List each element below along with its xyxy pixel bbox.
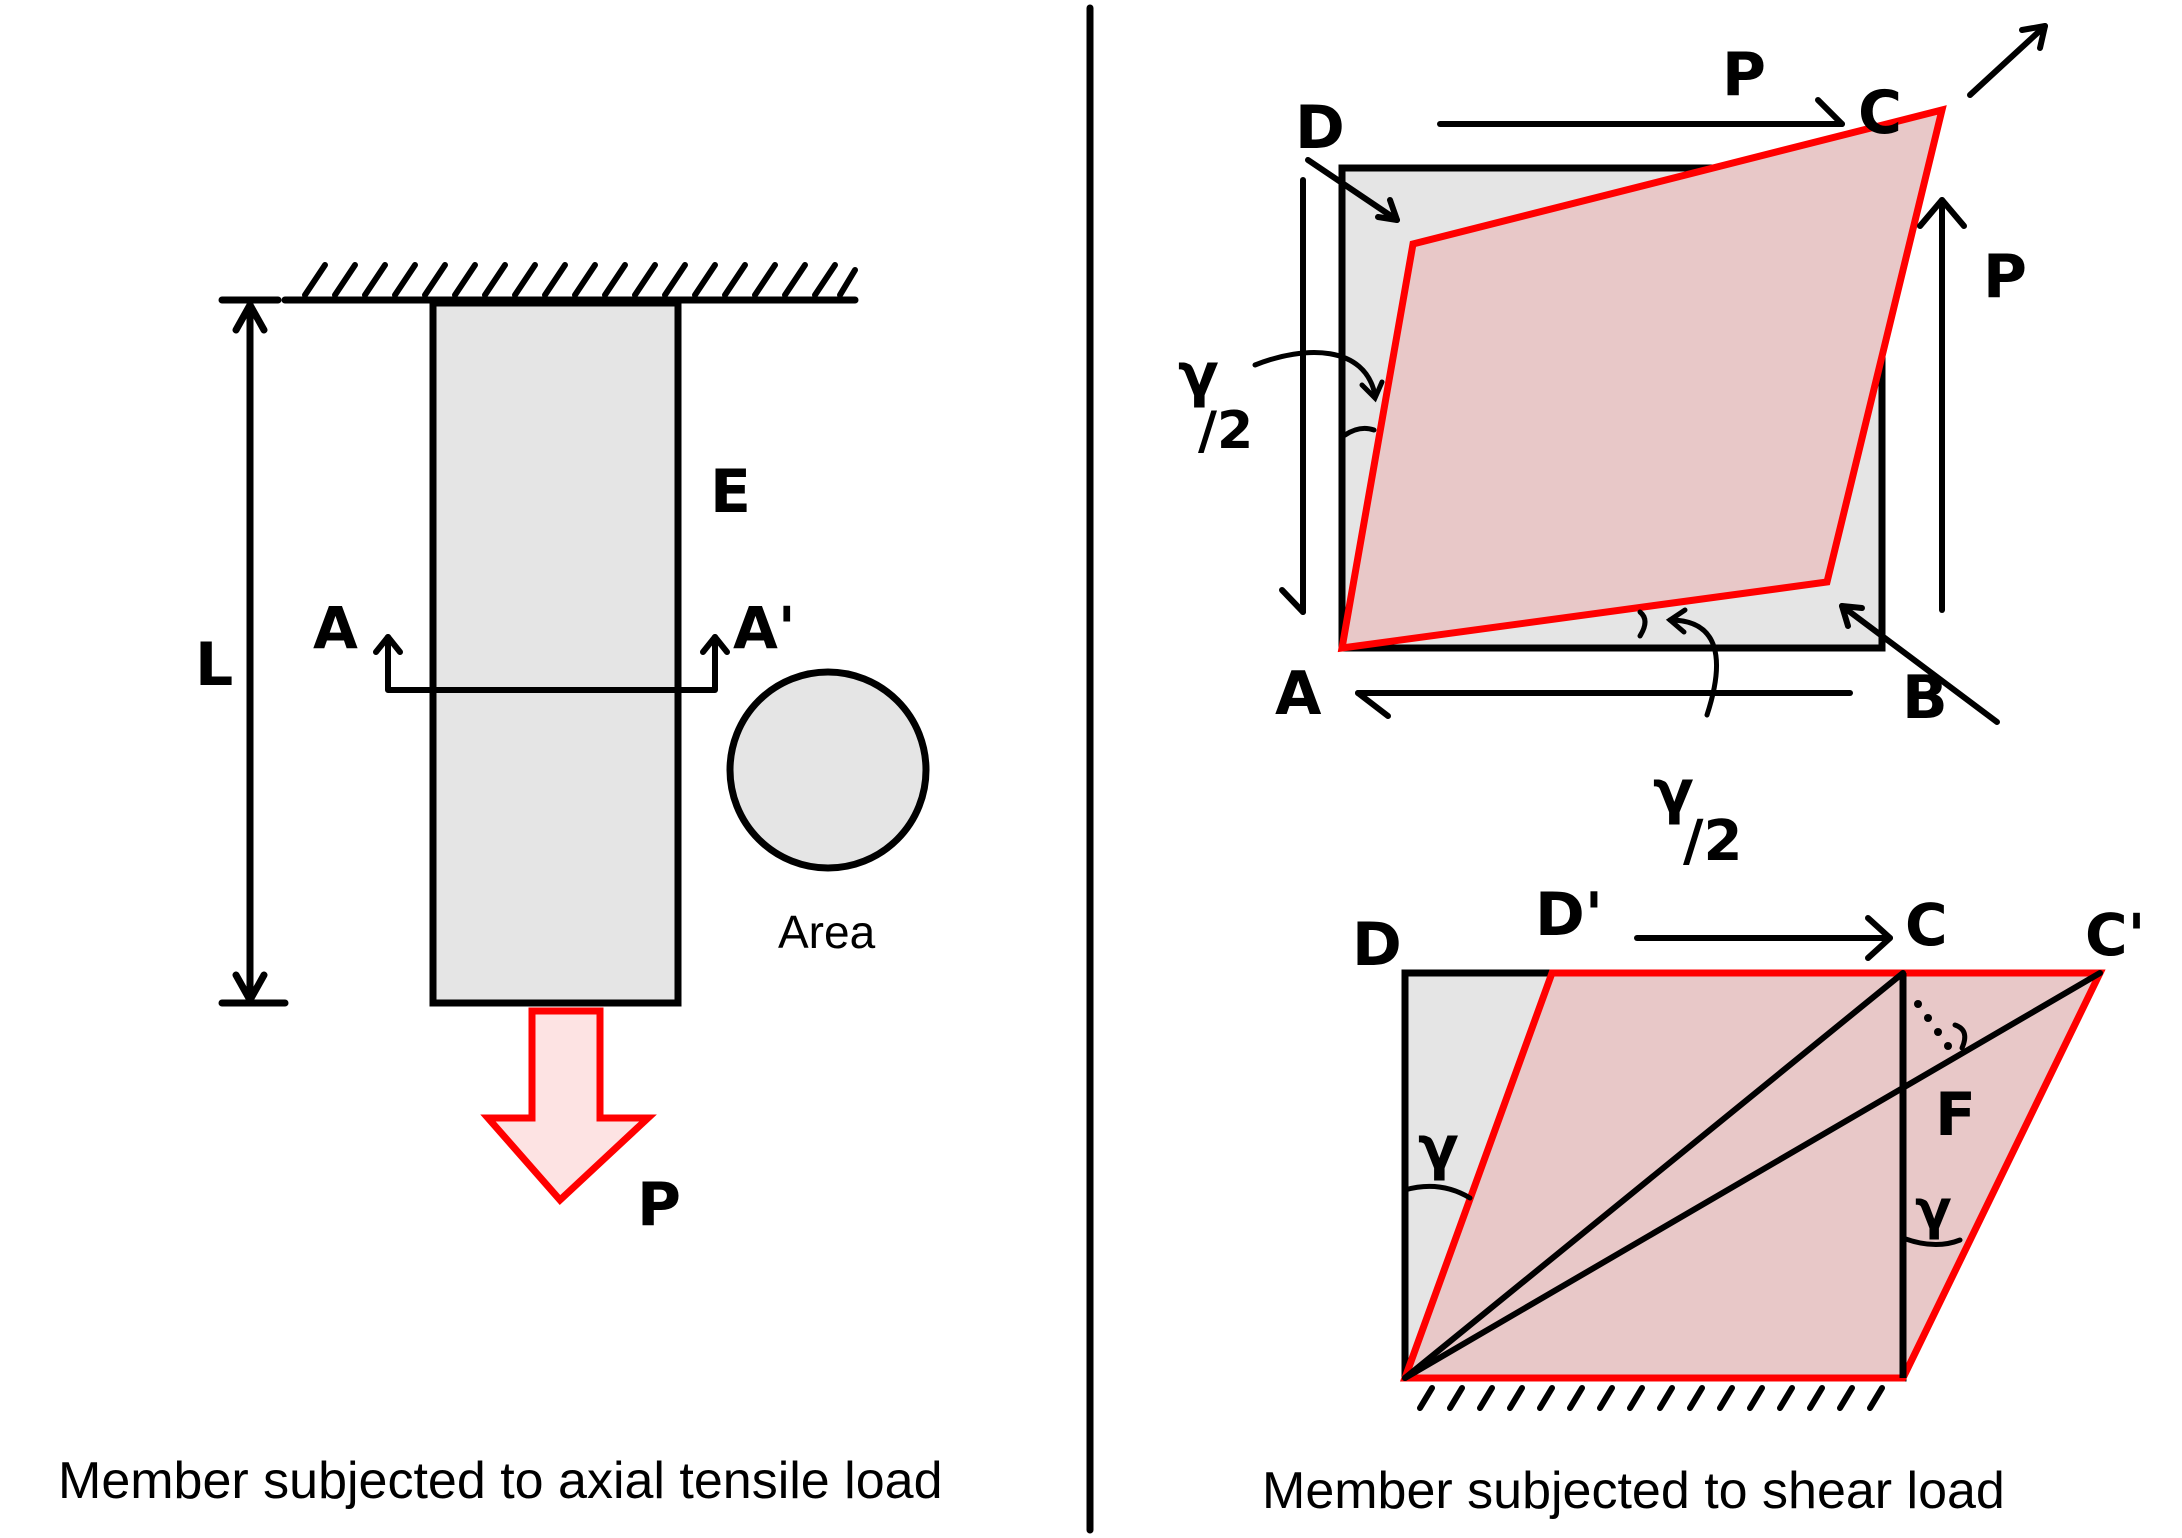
label-gamma-right: γ bbox=[1915, 1178, 1952, 1241]
label-section-a: A bbox=[313, 594, 358, 662]
cross-section-area-circle bbox=[726, 668, 930, 872]
label-gamma-half-left-num: γ bbox=[1178, 340, 1219, 410]
label-corner-c: C bbox=[1858, 78, 1902, 148]
label-section-a-prime: A' bbox=[733, 594, 796, 662]
label-corner-b: B bbox=[1902, 663, 1948, 733]
label-gamma-half-bottom-num: γ bbox=[1653, 757, 1694, 827]
label-gamma-half-bottom-den: /2 bbox=[1683, 809, 1742, 874]
label-corner-a: A bbox=[1275, 659, 1322, 729]
label-modulus-e: E bbox=[710, 457, 751, 527]
simple-shear-figure: D D' C C' F γ γ Member subjected to shea… bbox=[1262, 880, 2145, 1520]
gamma-arcs bbox=[1402, 1183, 1963, 1247]
label-gamma-half-left-den: /2 bbox=[1198, 401, 1253, 461]
gamma-half-markers bbox=[1252, 350, 1719, 718]
top-shear-arrow bbox=[1634, 915, 1893, 961]
load-arrow-p bbox=[480, 1007, 657, 1206]
diagonals bbox=[1402, 970, 2103, 1381]
label-f: F bbox=[1935, 1080, 1976, 1150]
caption-shear: Member subjected to shear load bbox=[1262, 1462, 2005, 1520]
fixed-support-bottom bbox=[1417, 1385, 1885, 1411]
label-load-p: P bbox=[637, 1170, 681, 1240]
member-bar bbox=[429, 299, 682, 1007]
length-dimension bbox=[218, 296, 289, 1007]
label-d-bottom: D bbox=[1352, 910, 1402, 980]
deformed-rhombus bbox=[1337, 105, 1947, 653]
section-cut-a-a-prime bbox=[373, 634, 730, 693]
label-area: Area bbox=[778, 906, 876, 958]
caption-axial: Member subjected to axial tensile load bbox=[58, 1452, 942, 1510]
label-gamma-left: γ bbox=[1418, 1113, 1459, 1183]
fixed-support-top bbox=[281, 262, 859, 304]
label-c-bottom: C bbox=[1905, 891, 1948, 959]
label-c-prime: C' bbox=[2085, 901, 2145, 969]
label-length-l: L bbox=[195, 630, 233, 700]
label-shear-p-right: P bbox=[1983, 242, 2027, 312]
label-shear-p-top: P bbox=[1722, 40, 1766, 110]
shear-force-arrows bbox=[1279, 23, 2048, 725]
axial-load-figure: L E A A' Area P Member subjected to axia… bbox=[58, 262, 942, 1510]
perpendicular-dots bbox=[1914, 1000, 1952, 1050]
label-d-prime: D' bbox=[1535, 880, 1603, 950]
label-corner-d: D bbox=[1295, 93, 1345, 163]
pure-shear-figure: D C A B P P γ /2 γ /2 bbox=[1178, 23, 2048, 874]
